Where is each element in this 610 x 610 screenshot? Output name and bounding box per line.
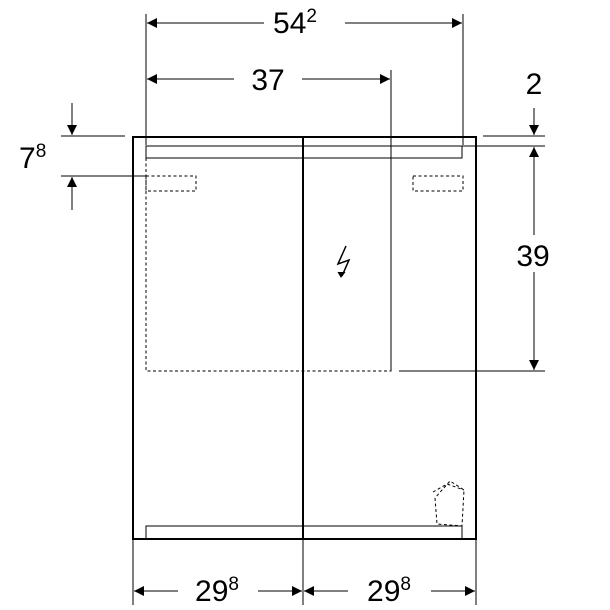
label-overall-width: 542 — [273, 6, 317, 40]
left-switch-box — [145, 175, 197, 192]
label-right-door-width: 298 — [367, 574, 411, 608]
cabinet-body — [132, 136, 477, 540]
bottom-shelf — [145, 525, 463, 540]
label-socket-height: 39 — [516, 240, 549, 273]
lightning-icon — [336, 245, 351, 278]
cabinet-outline — [132, 136, 477, 540]
label-left-door-width: 298 — [195, 574, 239, 608]
dim-left-side: 78 — [19, 103, 146, 210]
label-top-offset: 2 — [526, 68, 543, 101]
label-light-height: 78 — [19, 141, 46, 175]
label-inner-width: 37 — [251, 64, 284, 97]
hidden-elements — [145, 157, 465, 527]
dim-inner-width: 37 — [147, 64, 392, 371]
dim-right-side: 2 39 — [399, 68, 550, 372]
inner-compartment — [145, 157, 392, 372]
socket-element — [432, 480, 465, 527]
light-strip — [145, 145, 463, 159]
right-switch-box — [412, 175, 464, 192]
dim-bottom: 298 298 — [132, 539, 477, 608]
dim-overall-width: 542 — [145, 6, 464, 145]
